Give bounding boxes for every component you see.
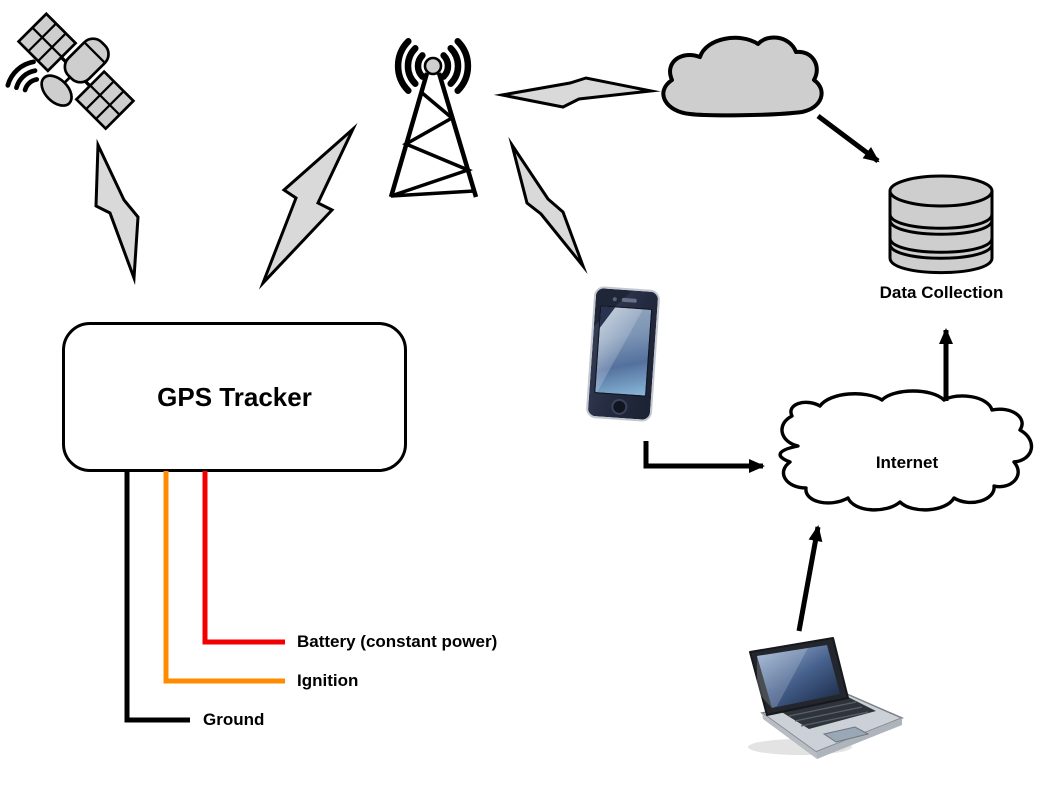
arrow-icon (796, 525, 823, 632)
cell-tower-icon (388, 38, 479, 198)
lightning-bolt-icon (493, 76, 661, 109)
gps-wires (124, 471, 285, 723)
cloud-icon (661, 35, 824, 118)
internet-label: Internet (875, 453, 939, 472)
battery-wire (202, 471, 285, 645)
ground-wire-label: Ground (203, 710, 265, 729)
smartphone-icon (585, 285, 661, 423)
smartphone-screen (594, 305, 653, 397)
laptop-icon (748, 637, 904, 759)
lightning-bolts (94, 76, 661, 290)
internet-cloud-icon (778, 389, 1033, 512)
arrows (643, 114, 953, 632)
ground-wire (124, 471, 190, 723)
smartphone-speaker-icon (621, 297, 637, 303)
battery-wire-label: Battery (constant power) (297, 632, 498, 651)
lightning-bolt-icon (94, 138, 140, 286)
gps-tracker-label: GPS Tracker (157, 381, 312, 412)
lightning-bolt-icon (258, 123, 358, 290)
lightning-bolt-icon (508, 136, 588, 275)
smartphone-home-button-icon (610, 398, 628, 416)
database-icon (888, 174, 994, 275)
ignition-wire (163, 471, 285, 684)
ignition-wire-label: Ignition (297, 671, 359, 690)
satellite-signal-arcs (5, 59, 40, 93)
gps-tracker-node: GPS Tracker (62, 322, 407, 472)
arrow-icon (816, 114, 880, 163)
satellite-icon (5, 11, 136, 131)
data-collection-label: Data Collection (879, 283, 1004, 302)
arrow-icon (643, 441, 765, 473)
cell-tower-wave-icon (394, 38, 472, 94)
